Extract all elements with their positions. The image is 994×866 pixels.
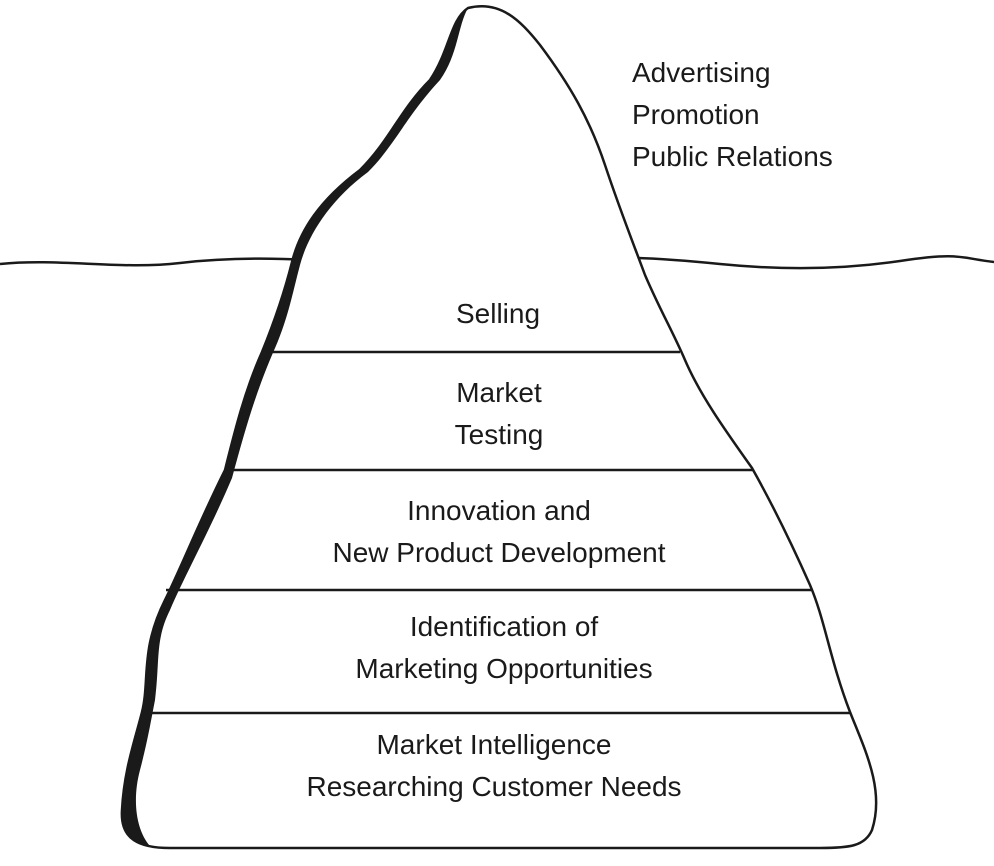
label-line: Testing bbox=[454, 419, 544, 450]
label-line: Promotion bbox=[632, 99, 760, 130]
layer-market-intelligence: Market Intelligence Researching Customer… bbox=[306, 724, 681, 808]
label-line: Researching Customer Needs bbox=[306, 771, 682, 802]
label-line: Market bbox=[456, 377, 542, 408]
label-line: New Product Development bbox=[332, 537, 666, 568]
layer-innovation: Innovation and New Product Development bbox=[332, 490, 665, 574]
layer-identification: Identification of Marketing Opportunitie… bbox=[355, 606, 652, 690]
above-water-label: Advertising Promotion Public Relations bbox=[632, 52, 833, 178]
label-line: Selling bbox=[455, 298, 541, 329]
label-line: Marketing Opportunities bbox=[355, 653, 653, 684]
layer-market-testing: Market Testing bbox=[455, 372, 544, 456]
layer-selling: Selling bbox=[456, 293, 540, 335]
label-line: Innovation and bbox=[407, 495, 591, 526]
label-line: Advertising bbox=[632, 57, 771, 88]
label-line: Public Relations bbox=[632, 141, 833, 172]
label-line: Identification of bbox=[409, 611, 599, 642]
label-line: Market Intelligence bbox=[376, 729, 612, 760]
